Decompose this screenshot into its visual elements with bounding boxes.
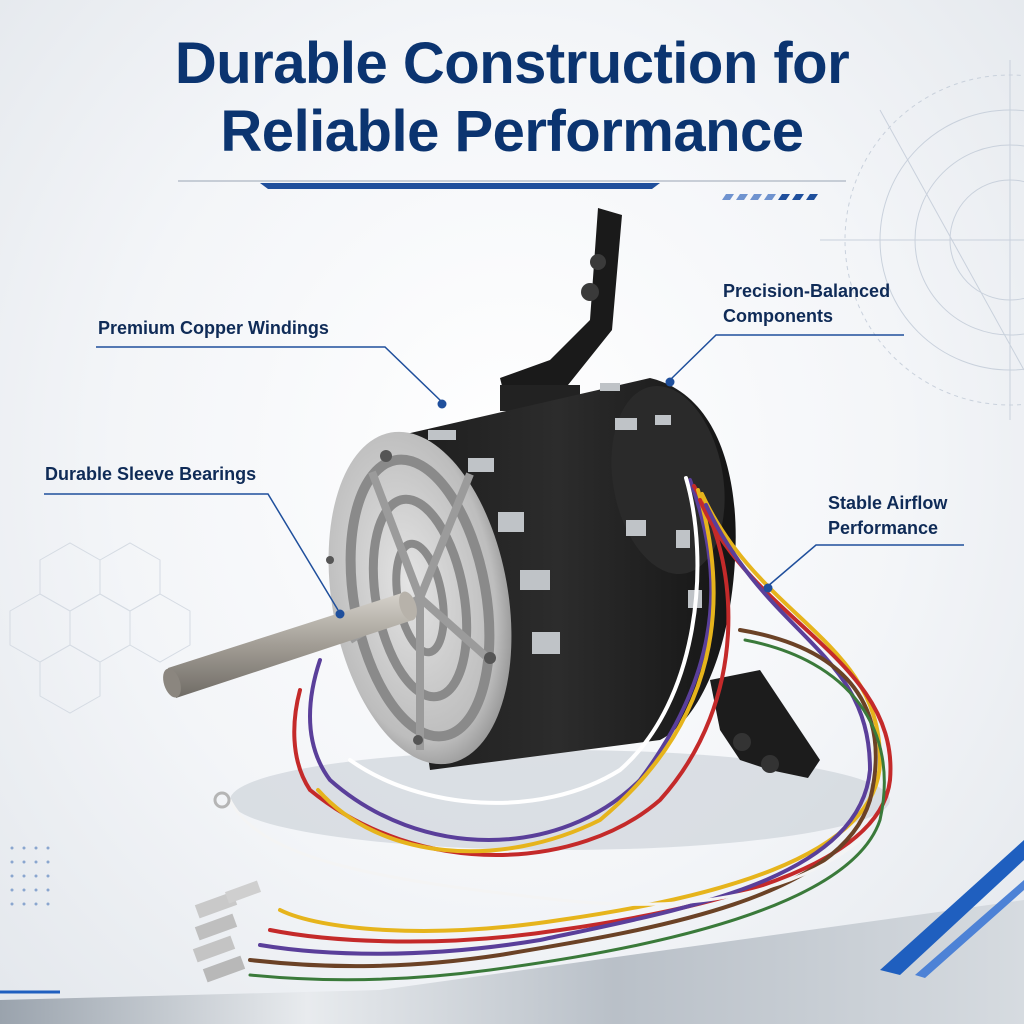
mounting-bracket-bottom <box>710 670 820 778</box>
metal-floor-decoration <box>0 900 1024 1024</box>
callout-line-sleeve-bearings <box>44 493 345 619</box>
dot-grid-decoration <box>10 846 50 906</box>
technical-circles-decoration <box>820 60 1024 420</box>
motor-shaft <box>163 591 417 698</box>
hexagon-grid-decoration <box>9 542 191 714</box>
callout-precision-line-1: Precision-Balanced <box>723 281 891 301</box>
blue-accent-stripe-2 <box>915 880 1024 978</box>
callout-line-precision-balanced <box>665 334 904 387</box>
callout-airflow-line-2: Performance <box>828 518 939 538</box>
callout-line-stable-airflow <box>763 544 964 593</box>
callout-line-copper-windings <box>96 346 447 409</box>
callout-copper-windings: Premium Copper Windings <box>98 318 329 338</box>
callout-precision-line-2: Components <box>723 306 833 326</box>
page-title-line-1: Durable Construction for <box>174 31 850 96</box>
wiring-harness <box>228 476 893 982</box>
callout-sleeve-bearings: Durable Sleeve Bearings <box>45 464 257 484</box>
mounting-bracket-top <box>500 208 622 411</box>
title-underline <box>178 180 846 200</box>
blue-accent-stripe <box>880 840 1024 975</box>
callout-airflow-line-1: Stable Airflow <box>828 493 948 513</box>
motor-shadow <box>230 750 890 850</box>
page-title-line-2: Reliable Performance <box>220 99 804 164</box>
terminal-connectors <box>192 791 262 983</box>
